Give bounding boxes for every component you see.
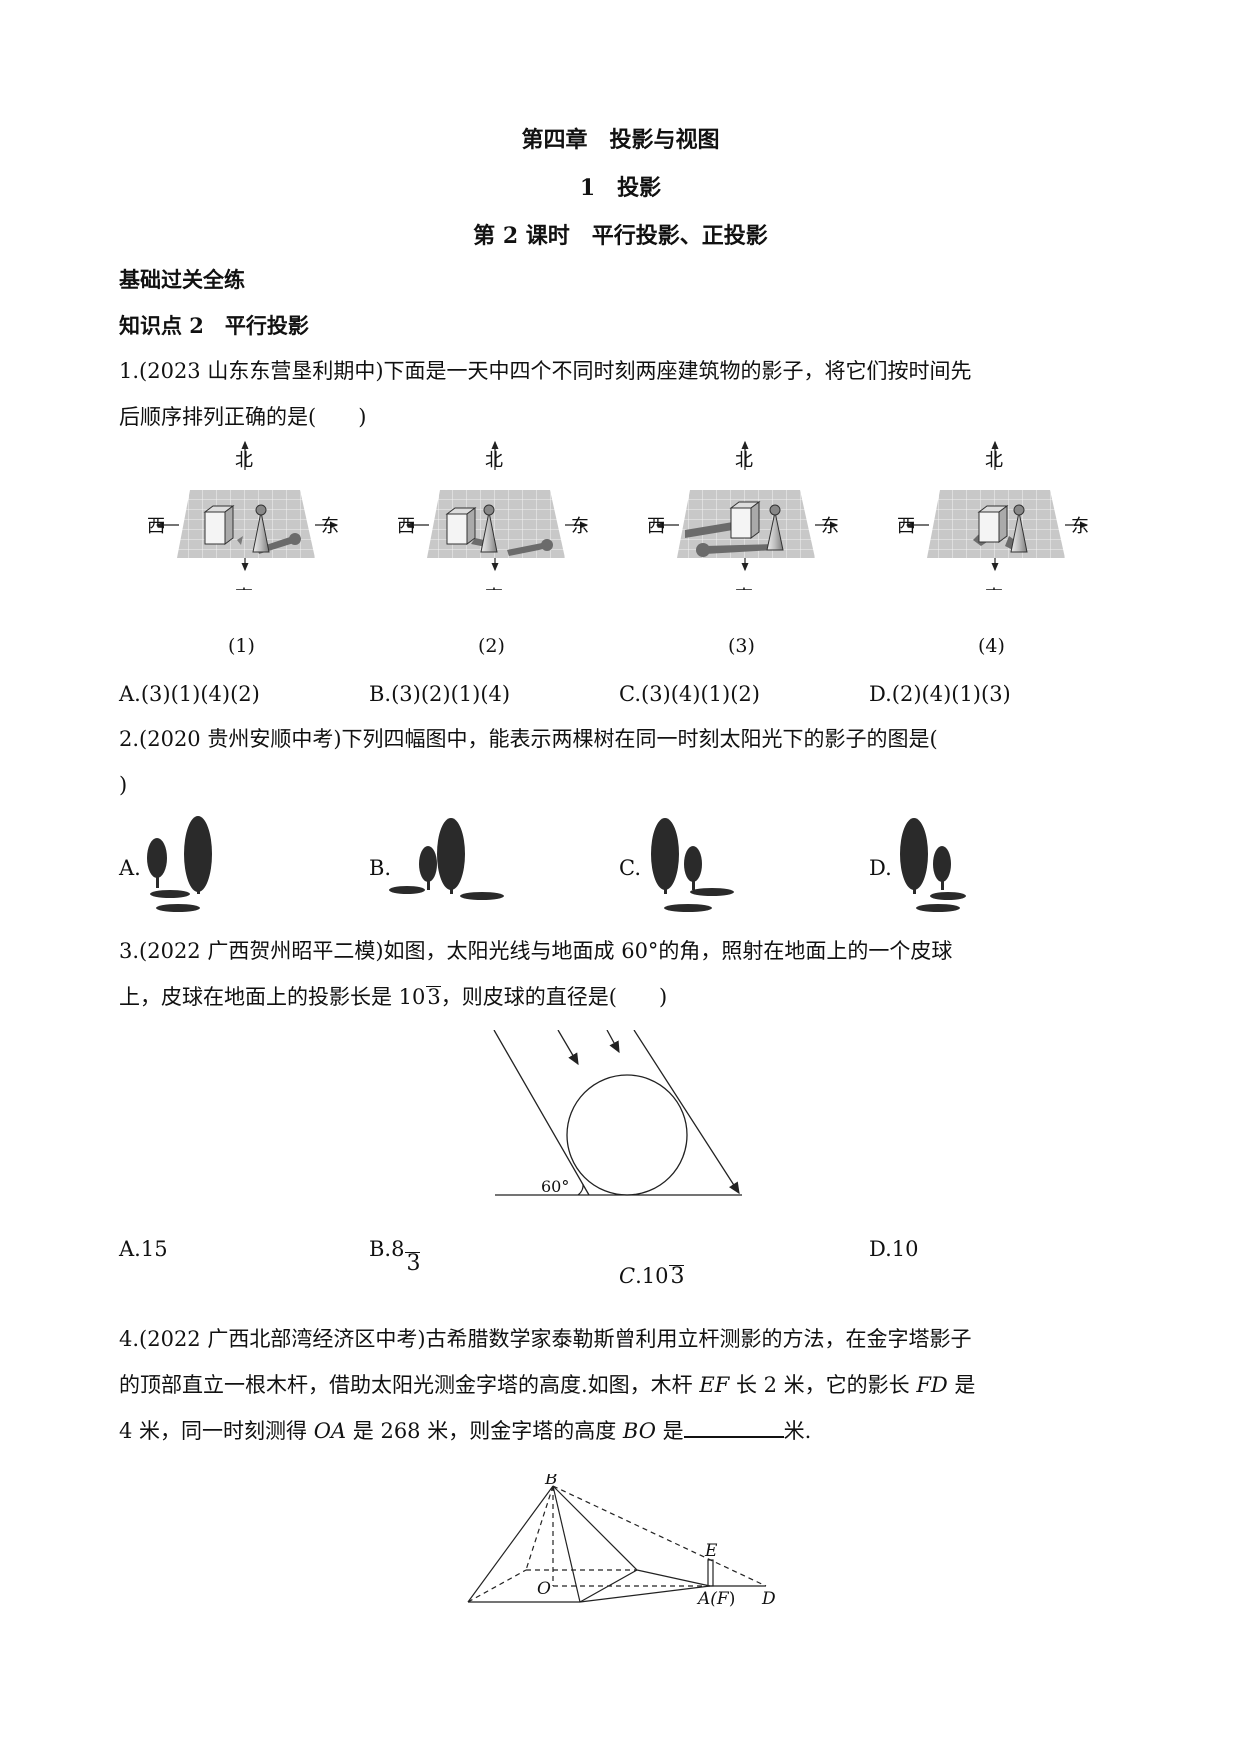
fig1-east-label: 东 [321, 516, 339, 537]
section-title: 1 投影 [579, 175, 662, 201]
shadow-figure-4 [905, 440, 1089, 572]
q3-option-c[interactable]: C.103 [619, 1264, 685, 1289]
point-e-label: E [704, 1541, 718, 1561]
question-2-tree-figures [147, 816, 966, 912]
question-3-ball-figure: 60° [493, 1030, 742, 1196]
q3-option-b-prefix: B.8 [369, 1237, 405, 1261]
question-1: 1.(2023 山东东营垦利期中)下面是一天中四个不同时刻两座建筑物的影子，将它… [119, 348, 1129, 440]
q4-text-d: 4 米，同一时刻测得 [119, 1419, 314, 1443]
q2-option-d[interactable]: D. [869, 856, 892, 880]
q2-option-b[interactable]: B. [369, 856, 392, 880]
fig1-south-label: 南 [235, 587, 253, 590]
fig4-north-label: 北 [985, 450, 1003, 471]
point-o-label: O [537, 1579, 551, 1599]
shadow-figure-3 [655, 440, 839, 572]
point-a-text: A( [696, 1589, 717, 1609]
question-4: 4.(2022 广西北部湾经济区中考)古希腊数学家泰勒斯曾利用立杆测影的方法，在… [119, 1316, 1129, 1454]
fig4-west-label: 西 [897, 516, 915, 537]
question-3-line-1: 3.(2022 广西贺州昭平二模)如图，太阳光线与地面成 60°的角，照射在地面… [119, 939, 953, 963]
tree-figure-a [147, 816, 212, 912]
q1-option-c[interactable]: C.(3)(4)(1)(2) [619, 682, 760, 706]
question-3-line-2: 上，皮球在地面上的投影长是 103，则皮球的直径是( ) [119, 974, 1129, 1020]
fig2-east-label: 东 [571, 516, 589, 537]
q1-option-d[interactable]: D.(2)(4)(1)(3) [869, 682, 1011, 706]
q4-text-e: 是 268 米，则金字塔的高度 [346, 1419, 623, 1443]
question-4-line-3: 4 米，同一时刻测得 OA 是 268 米，则金字塔的高度 BO 是 米. [119, 1408, 1129, 1454]
fig3-east-label: 东 [821, 516, 839, 537]
q4-text-a: 的顶部直立一根木杆，借助太阳光测金字塔的高度.如图，木杆 [119, 1373, 700, 1397]
sun-ray-left [493, 1030, 590, 1196]
fig4-east-label: 东 [1071, 516, 1089, 537]
point-d-label: D [761, 1589, 776, 1609]
figure-label-4: (4) [978, 635, 1005, 657]
question-4-pyramid-figure: B E O A(F) D [467, 1474, 776, 1609]
angle-arc [577, 1183, 584, 1196]
fig2-south-label: 南 [485, 587, 503, 590]
q3-option-c-sqrt: 3 [669, 1264, 685, 1289]
q4-var-oa: OA [313, 1419, 347, 1443]
point-f-text: F [716, 1589, 730, 1609]
q4-var-ef: EF [699, 1373, 730, 1397]
figure-label-2: (2) [478, 635, 505, 657]
question-3-line-2-prefix: 上，皮球在地面上的投影长是 10 [119, 985, 426, 1009]
shadow-figure-1 [155, 440, 339, 572]
tree-figure-c [651, 818, 734, 912]
q1-option-a[interactable]: A.(3)(1)(4)(2) [119, 682, 260, 706]
fig2-north-label: 北 [485, 450, 503, 471]
question-2-line-1: 2.(2020 贵州安顺中考)下列四幅图中，能表示两棵树在同一时刻太阳光下的影子… [119, 727, 938, 751]
angle-label: 60° [541, 1177, 569, 1196]
q3-option-c-value: .10 [635, 1264, 669, 1288]
lesson-title: 第 2 课时 平行投影、正投影 [473, 223, 768, 249]
practice-heading: 基础过关全练 [119, 267, 245, 292]
point-a-label: A(F) [696, 1589, 735, 1609]
q2-option-c[interactable]: C. [619, 856, 641, 880]
figure-label-3: (3) [728, 635, 755, 657]
q4-text-g: 米. [783, 1419, 812, 1443]
q4-var-fd: FD [916, 1373, 948, 1397]
q4-text-f: 是 [655, 1419, 684, 1443]
q3-option-c-letter: C [619, 1264, 636, 1288]
q3-option-b-sqrt: 3 [405, 1251, 421, 1276]
tree-figure-b [389, 818, 504, 900]
fig3-south-label: 南 [735, 587, 753, 590]
fig3-north-label: 北 [735, 450, 753, 471]
question-1-figures: 北 南 西 东 北 南 西 东 北 南 西 东 北 南 西 东 [147, 440, 1089, 590]
q4-text-b: 长 2 米，它的影长 [729, 1373, 917, 1397]
sun-ray-arrow-1 [557, 1030, 579, 1066]
chapter-title: 第四章 投影与视图 [521, 127, 720, 153]
point-b-label: B [544, 1474, 558, 1489]
sun-ray-right [633, 1030, 740, 1195]
question-2: 2.(2020 贵州安顺中考)下列四幅图中，能表示两棵树在同一时刻太阳光下的影子… [119, 716, 1129, 808]
q3-option-b[interactable]: B.83 [369, 1237, 421, 1275]
q3-option-d[interactable]: D.10 [869, 1237, 919, 1261]
answer-blank[interactable] [683, 1416, 784, 1438]
question-3: 3.(2022 广西贺州昭平二模)如图，太阳光线与地面成 60°的角，照射在地面… [119, 928, 1129, 1020]
figure-label-1: (1) [228, 635, 255, 657]
fig1-north-label: 北 [235, 450, 253, 471]
q4-var-bo: BO [622, 1419, 656, 1443]
q1-option-b[interactable]: B.(3)(2)(1)(4) [369, 682, 511, 706]
question-4-line-1: 4.(2022 广西北部湾经济区中考)古希腊数学家泰勒斯曾利用立杆测影的方法，在… [119, 1327, 972, 1351]
shadow-figure-2 [405, 440, 589, 572]
fig4-south-label: 南 [985, 587, 1003, 590]
point-a-close: ) [729, 1589, 736, 1609]
question-4-line-2: 的顶部直立一根木杆，借助太阳光测金字塔的高度.如图，木杆 EF 长 2 米，它的… [119, 1362, 1129, 1408]
q3-option-a[interactable]: A.15 [119, 1237, 168, 1261]
knowledge-point-heading: 知识点 2 平行投影 [119, 313, 309, 338]
fig1-west-label: 西 [147, 516, 165, 537]
question-1-line-1: 1.(2023 山东东营垦利期中)下面是一天中四个不同时刻两座建筑物的影子，将它… [119, 359, 972, 383]
q2-option-a[interactable]: A. [119, 856, 141, 880]
question-3-line-2-suffix: ，则皮球的直径是( ) [440, 985, 668, 1009]
question-3-sqrt: 3 [426, 985, 441, 1009]
q4-text-c: 是 [947, 1373, 976, 1397]
question-2-line-2: ) [119, 773, 128, 797]
fig3-west-label: 西 [647, 516, 665, 537]
fig2-west-label: 西 [397, 516, 415, 537]
ball-circle [566, 1074, 688, 1196]
sun-ray-arrow-2 [606, 1030, 620, 1054]
tree-figure-d [900, 818, 966, 912]
question-1-line-2: 后顺序排列正确的是( ) [119, 405, 367, 429]
